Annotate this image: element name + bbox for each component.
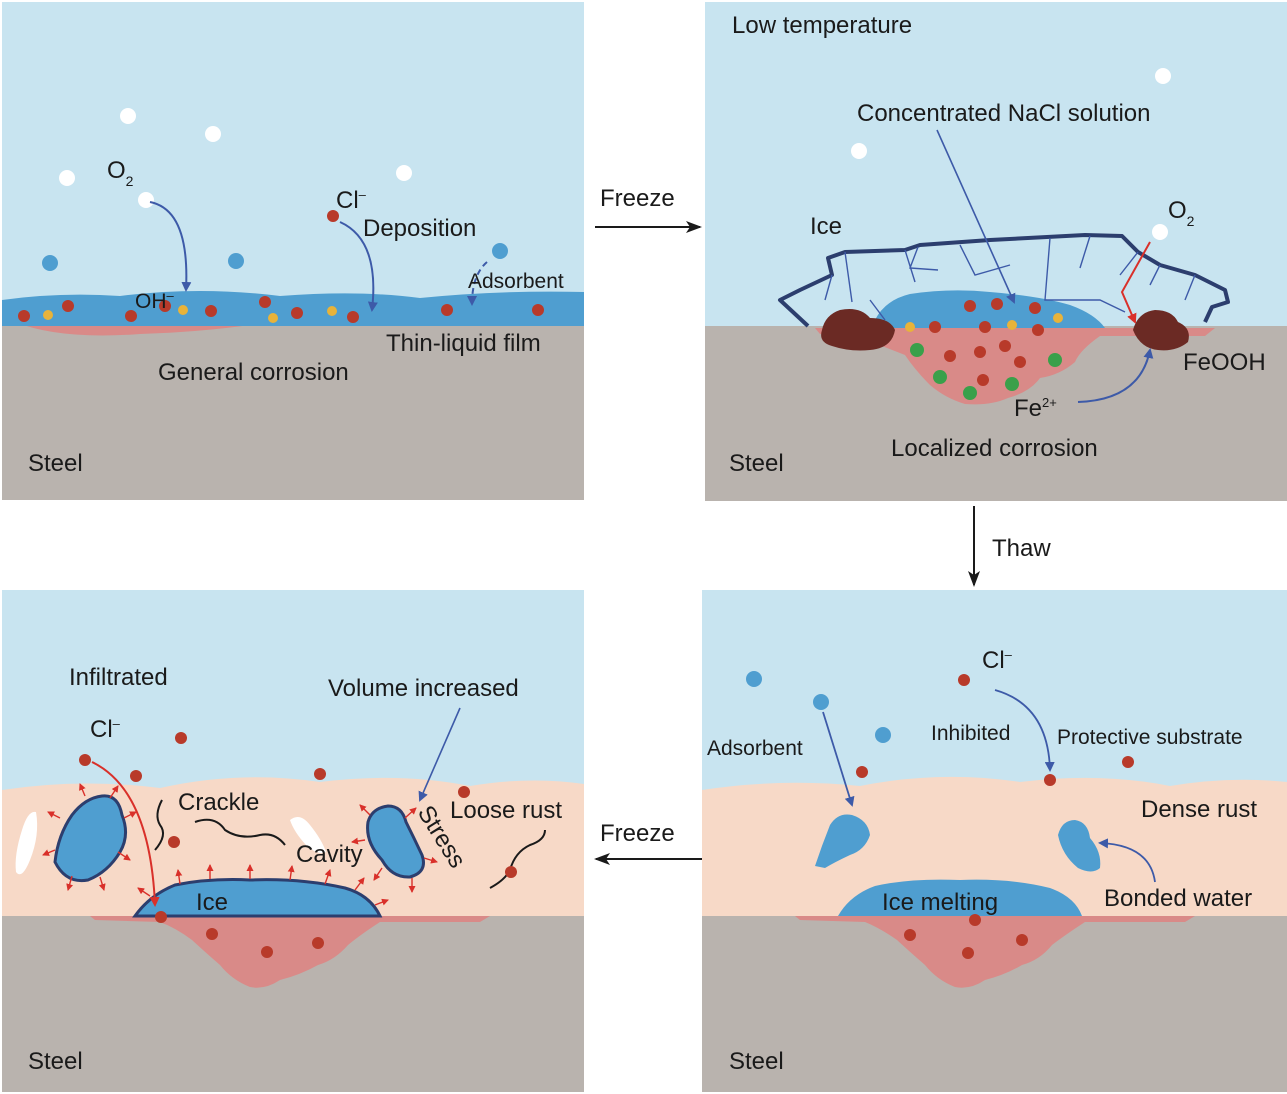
panel-refreeze-rust-cracking: Infiltrated Cl– Volume increased Crackle… bbox=[2, 590, 584, 1092]
chloride-label: Cl– bbox=[336, 187, 367, 214]
melting-ice-lens bbox=[838, 879, 1082, 916]
steel-label: Steel bbox=[729, 1048, 784, 1075]
ice-pocket-right bbox=[366, 804, 425, 879]
cavity-label: Cavity bbox=[296, 841, 363, 868]
ferrous-ion-label: Fe2+ bbox=[1014, 395, 1057, 422]
adsorbent-particles bbox=[42, 243, 508, 271]
general-corrosion-label: General corrosion bbox=[158, 359, 349, 386]
chloride-ions bbox=[18, 210, 544, 323]
thin-liquid-film bbox=[2, 291, 584, 326]
hydroxide-label: OH– bbox=[135, 288, 175, 313]
bonded-water-right bbox=[1058, 820, 1101, 872]
panel-freezing-localized-corrosion: Low temperature Concentrated NaCl soluti… bbox=[705, 2, 1287, 501]
chloride-ions bbox=[79, 732, 517, 958]
adsorbent-arrow bbox=[467, 261, 488, 306]
nacl-solution-label: Concentrated NaCl solution bbox=[857, 100, 1151, 127]
ferrous-oxidation-arrow bbox=[1077, 348, 1154, 403]
o2-label: O2 bbox=[107, 157, 134, 189]
chloride-label: Cl– bbox=[982, 647, 1013, 674]
adsorbent-label: Adsorbent bbox=[707, 737, 803, 760]
protective-substrate-label: Protective substrate bbox=[1057, 726, 1243, 749]
thin-liquid-film-label: Thin-liquid film bbox=[386, 330, 541, 357]
ice-cracks bbox=[824, 235, 1196, 321]
infiltrated-label: Infiltrated bbox=[69, 664, 168, 691]
deposition-label: Deposition bbox=[363, 215, 476, 242]
feooh-deposits bbox=[821, 309, 1189, 351]
oxygen-bubbles bbox=[59, 108, 412, 208]
ice-label: Ice bbox=[810, 213, 842, 240]
nacl-pointer-arrow bbox=[936, 129, 1016, 304]
sky-background bbox=[702, 590, 1287, 810]
inhibited-label: Inhibited bbox=[931, 722, 1010, 745]
localized-corrosion-label: Localized corrosion bbox=[891, 435, 1098, 462]
oxygen-arrow bbox=[149, 201, 192, 292]
transition-thaw: Thaw bbox=[968, 506, 1051, 587]
transition-freeze-1: Freeze bbox=[595, 185, 702, 233]
ferrous-ions bbox=[910, 343, 1062, 400]
bonded-water-label: Bonded water bbox=[1104, 885, 1252, 912]
panel-thin-film-corrosion: O2 Cl– Deposition OH– Adsorbent Thin-liq… bbox=[2, 2, 584, 500]
oxygen-bubbles bbox=[851, 68, 1171, 240]
transition-freeze-2: Freeze bbox=[594, 820, 702, 865]
ice-melting-label: Ice melting bbox=[882, 889, 998, 916]
panel-thaw-dense-rust: Cl– Adsorbent Inhibited Protective subst… bbox=[702, 590, 1287, 1092]
feooh-label: FeOOH bbox=[1183, 349, 1266, 376]
steel-label: Steel bbox=[28, 450, 83, 477]
loose-rust-label: Loose rust bbox=[450, 797, 562, 824]
crackle-label: Crackle bbox=[178, 789, 259, 816]
bonded-water-left bbox=[815, 814, 870, 868]
steel-label: Steel bbox=[28, 1048, 83, 1075]
ice-block bbox=[778, 233, 1230, 328]
freeze-label: Freeze bbox=[600, 185, 675, 212]
corroded-pit bbox=[795, 916, 1195, 988]
oxygen-diffusion-arrow bbox=[1120, 241, 1151, 324]
crackles bbox=[154, 799, 546, 889]
thaw-label: Thaw bbox=[992, 535, 1051, 562]
stress-arrows bbox=[42, 783, 438, 906]
infiltration-arrow bbox=[91, 761, 160, 907]
volume-pointer-arrow bbox=[418, 707, 461, 802]
ice-pocket-left bbox=[53, 794, 127, 883]
dense-rust-layer bbox=[702, 776, 1287, 918]
loose-rust-layer bbox=[2, 777, 584, 918]
steel-label: Steel bbox=[729, 450, 784, 477]
adsorbent-label: Adsorbent bbox=[468, 270, 564, 293]
chloride-label: Cl– bbox=[90, 716, 121, 743]
volume-increased-label: Volume increased bbox=[328, 675, 519, 702]
corroded-pit bbox=[90, 916, 490, 988]
dense-rust-label: Dense rust bbox=[1141, 796, 1257, 823]
o2-label: O2 bbox=[1168, 197, 1195, 229]
adsorbent-arrow bbox=[822, 711, 855, 807]
ice-lens bbox=[132, 878, 383, 918]
chloride-ions bbox=[929, 298, 1044, 386]
low-temperature-label: Low temperature bbox=[732, 12, 912, 39]
chloride-ions bbox=[856, 674, 1134, 959]
adsorbent-particles bbox=[746, 671, 891, 743]
steel-substrate bbox=[2, 325, 584, 500]
ice-label: Ice bbox=[196, 889, 228, 916]
chloride-arrow bbox=[339, 221, 378, 312]
sky-background bbox=[2, 2, 584, 328]
hydroxide-ions bbox=[905, 313, 1063, 332]
cavities bbox=[15, 811, 326, 875]
chloride-inhibited-arrow bbox=[994, 689, 1055, 772]
freeze-label: Freeze bbox=[600, 820, 675, 847]
bonded-water-arrow bbox=[1098, 838, 1156, 883]
sky-background bbox=[2, 590, 584, 810]
hydroxide-ions bbox=[43, 305, 337, 323]
